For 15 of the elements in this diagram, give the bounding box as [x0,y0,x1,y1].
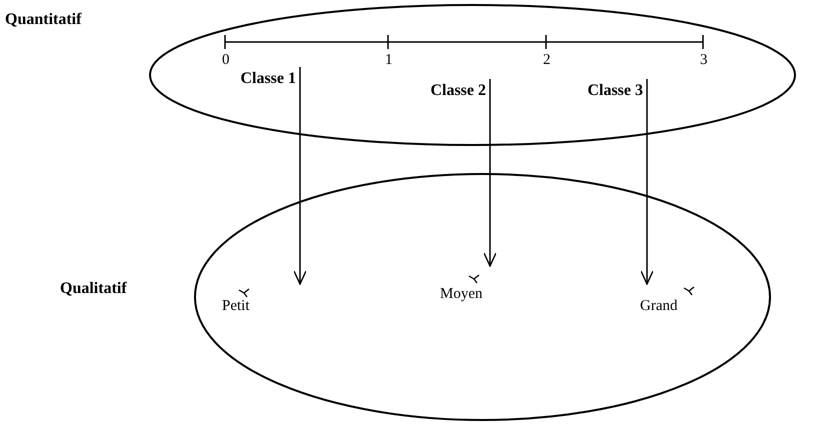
arrow [293,67,307,285]
category-label: Classe 2 [430,82,486,100]
tick-label: 0 [222,52,230,69]
arrow [483,79,497,267]
tick-label: 2 [543,52,550,69]
category-label: Classe 1 [240,70,296,88]
tick-label: 3 [700,52,708,69]
tick-label: 1 [385,52,392,69]
arrow [640,79,654,285]
category-label: Grand [640,298,678,315]
region-title: Qualitatif [60,280,127,298]
category-label: Classe 3 [587,82,643,100]
region-title: Quantitatif [5,11,82,29]
category-label: Petit [222,298,250,315]
category-label: Moyen [440,286,482,303]
